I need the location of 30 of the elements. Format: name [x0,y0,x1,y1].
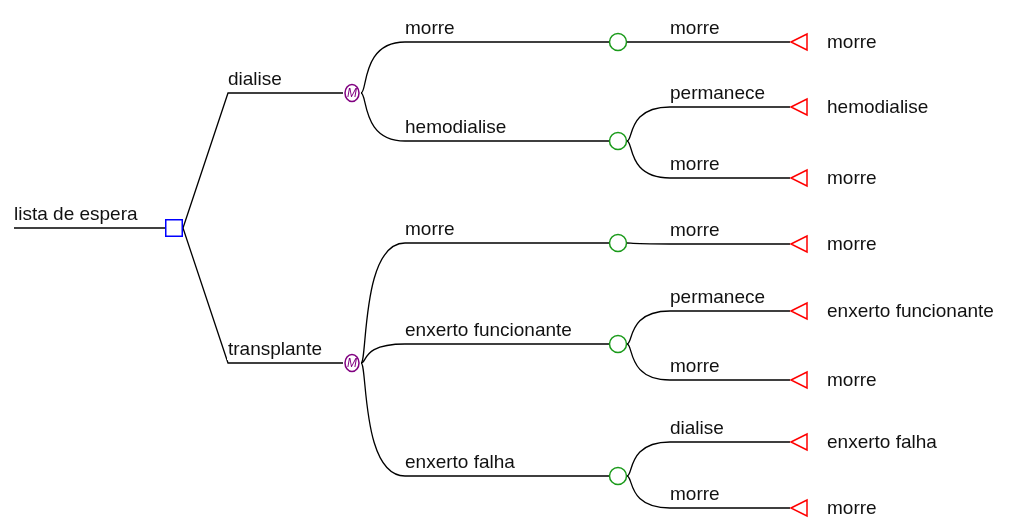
branch-line [626,106,791,142]
branch-line [626,441,791,477]
terminal-triangle [790,98,808,116]
branch-line [626,475,791,509]
markov-node: M [343,84,361,102]
branch-line [360,242,610,364]
terminal-triangle [790,235,808,253]
branch-line [626,242,791,245]
terminal-triangle [790,433,808,451]
chance-circle [609,467,627,485]
branch-line [360,362,610,477]
terminal-triangle [790,33,808,51]
decision-square [165,219,183,237]
terminal-triangle [790,371,808,389]
branch-line [626,310,791,345]
branch-line [13,227,166,229]
chance-circle [609,33,627,51]
branch-line [360,41,610,94]
branch-line [626,343,791,381]
chance-circle [609,335,627,353]
branch-line [360,92,610,142]
terminal-triangle [790,169,808,187]
terminal-triangle [790,302,808,320]
branch-line [626,140,791,179]
terminal-triangle [790,499,808,517]
chance-circle [609,234,627,252]
markov-node: M [343,354,361,372]
branch-line [626,41,791,43]
branch-line [360,343,610,364]
chance-circle [609,132,627,150]
